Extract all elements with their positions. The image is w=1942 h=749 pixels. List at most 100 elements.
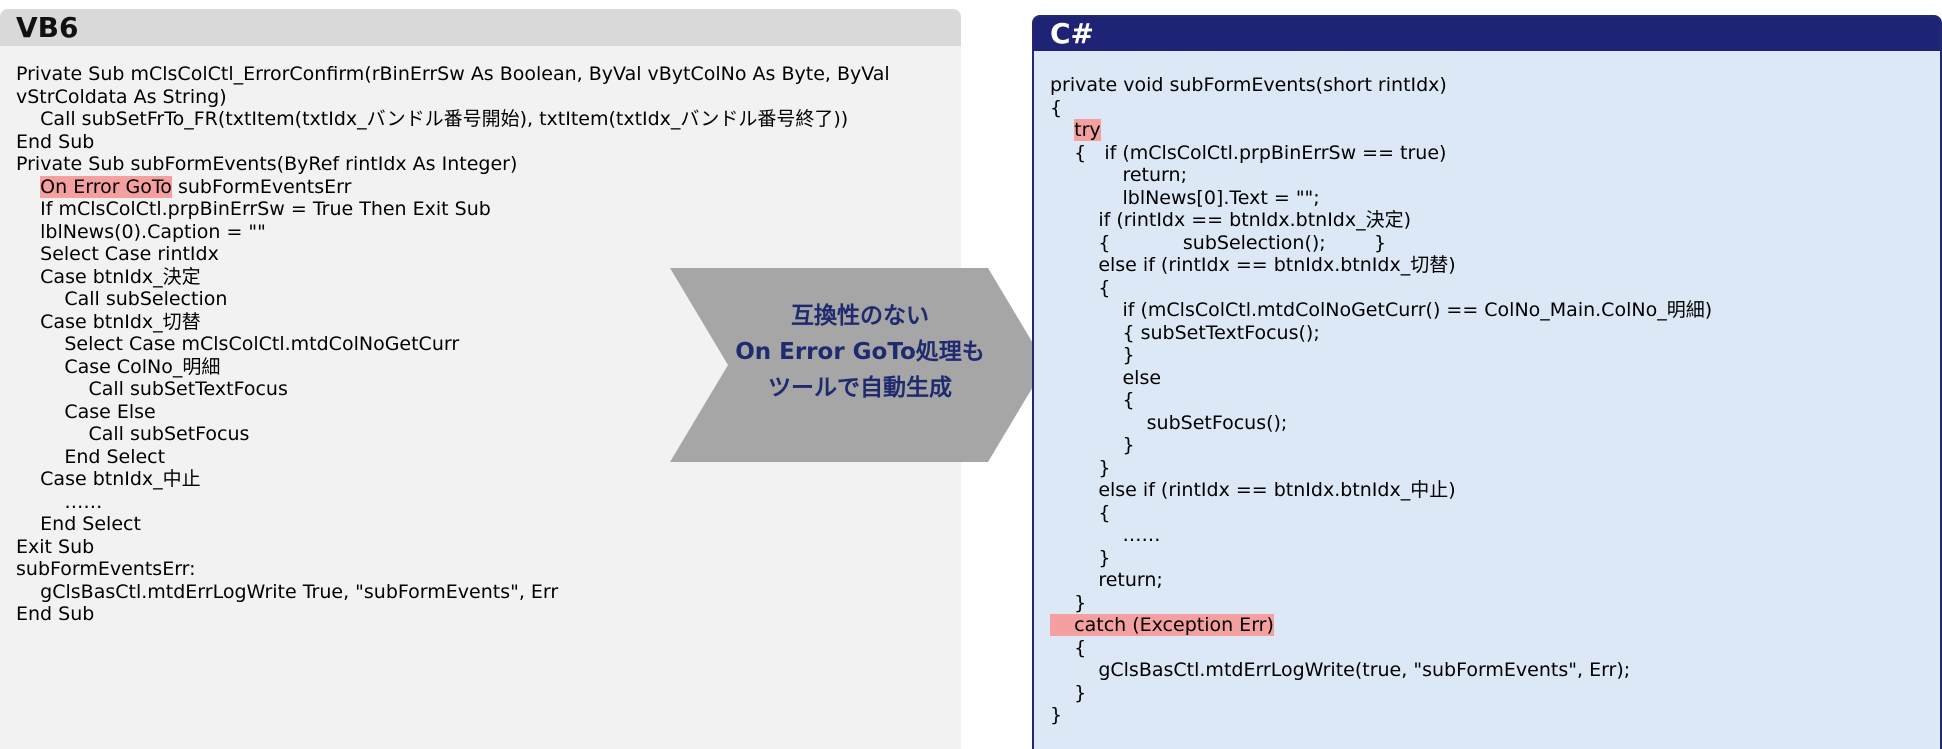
code-text: } <box>1050 546 1111 569</box>
code-text: Private Sub subFormEvents(ByRef rintIdx … <box>16 153 518 175</box>
code-text: else if (rintIdx == btnIdx.btnIdx_切替) <box>1050 254 1456 276</box>
code-text: } <box>1050 456 1111 479</box>
code-text: gClsBasCtl.mtdErrLogWrite(true, "subForm… <box>1050 659 1631 681</box>
csharp-code-line: } <box>1050 682 1712 705</box>
code-text: End Select <box>16 445 166 468</box>
csharp-code-line: try <box>1050 119 1712 142</box>
csharp-code-line: { <box>1050 277 1712 300</box>
csharp-code-line: } <box>1050 344 1712 367</box>
highlighted-keyword: try <box>1074 119 1101 141</box>
code-text: } <box>1050 591 1087 614</box>
code-text: private void subFormEvents(short rintIdx… <box>1050 74 1447 96</box>
code-text: gClsBasCtl.mtdErrLogWrite True, "subForm… <box>16 580 559 603</box>
vb6-code-line: Select Case mClsColCtl.mtdColNoGetCurr <box>16 333 890 356</box>
arrow-shape <box>670 268 1046 462</box>
vb6-code-line: Private Sub mClsColCtl_ErrorConfirm(rBin… <box>16 63 890 86</box>
csharp-code-line: } <box>1050 457 1712 480</box>
csharp-panel: C# private void subFormEvents(short rint… <box>1032 15 1942 749</box>
code-text: Case btnIdx_決定 <box>16 265 201 288</box>
arrow-caption-line1: 互換性のない <box>791 303 929 329</box>
csharp-code-line: lblNews[0].Text = ""; <box>1050 187 1712 210</box>
code-text: subFormEventsErr <box>171 175 352 198</box>
vb6-code-line: Call subSetFrTo_FR(txtItem(txtIdx_バンドル番号… <box>16 108 890 131</box>
highlighted-keyword: On Error GoTo <box>40 175 172 198</box>
vb6-code-line: Case ColNo_明細 <box>16 356 890 379</box>
code-text: Private Sub mClsColCtl_ErrorConfirm(rBin… <box>16 63 890 85</box>
code-text: Exit Sub <box>16 535 95 558</box>
vb6-title: VB6 <box>0 9 961 46</box>
vb6-code-line: subFormEventsErr: <box>16 558 890 581</box>
csharp-code-line: { <box>1050 637 1712 660</box>
csharp-code-line: } <box>1050 547 1712 570</box>
vb6-code-line: Call subSetTextFocus <box>16 378 890 401</box>
code-text: { <box>1050 389 1135 411</box>
vb6-code-line: Exit Sub <box>16 536 890 559</box>
csharp-code-line: catch (Exception Err) <box>1050 614 1712 637</box>
csharp-code-line: if (mClsColCtl.mtdColNoGetCurr() == ColN… <box>1050 299 1712 322</box>
code-text: …… <box>1050 524 1161 546</box>
code-text: Call subSetFrTo_FR(txtItem(txtIdx_バンドル番号… <box>16 108 849 130</box>
code-text: Call subSetFocus <box>16 423 250 445</box>
csharp-code-line: { subSelection(); } <box>1050 232 1712 255</box>
code-text: { <box>1050 636 1087 659</box>
code-text: { <box>1050 501 1111 524</box>
arrow-caption-line2: On Error GoTo処理も <box>735 339 985 365</box>
vb6-code-line: End Select <box>16 513 890 536</box>
arrow-caption: 互換性のない On Error GoTo処理も ツールで自動生成 <box>700 298 1020 406</box>
code-text: Case ColNo_明細 <box>16 355 221 378</box>
vb6-code-line: On Error GoTo subFormEventsErr <box>16 175 890 199</box>
code-text: return; <box>1050 569 1163 591</box>
csharp-code-line: subSetFocus(); <box>1050 412 1712 435</box>
vb6-code-line: Case btnIdx_切替 <box>16 311 890 334</box>
csharp-code-line: { subSetTextFocus(); <box>1050 322 1712 345</box>
vb6-code-line: lblNews(0).Caption = "" <box>16 221 890 244</box>
csharp-code-line: } <box>1050 592 1712 615</box>
code-text: If mClsColCtl.prpBinErrSw = True Then Ex… <box>16 198 491 220</box>
vb6-code-line: Case btnIdx_中止 <box>16 468 890 491</box>
csharp-code-block: private void subFormEvents(short rintIdx… <box>1050 74 1712 727</box>
csharp-code-line: else if (rintIdx == btnIdx.btnIdx_中止) <box>1050 479 1712 502</box>
code-text: End Sub <box>16 603 95 625</box>
vb6-code-block: Private Sub mClsColCtl_ErrorConfirm(rBin… <box>16 63 890 626</box>
csharp-code-line: else if (rintIdx == btnIdx.btnIdx_切替) <box>1050 254 1712 277</box>
code-text: return; <box>1050 164 1187 186</box>
code-text <box>1050 119 1074 141</box>
code-text: } <box>1050 344 1135 366</box>
csharp-code-line: return; <box>1050 569 1712 592</box>
vb6-code-line: …… <box>16 491 890 514</box>
vb6-code-line: Case btnIdx_決定 <box>16 266 890 289</box>
vb6-code-line: Call subSelection <box>16 288 890 311</box>
vb6-code-line: Private Sub subFormEvents(ByRef rintIdx … <box>16 153 890 176</box>
code-text: vStrColdata As String) <box>16 85 227 108</box>
code-text <box>16 176 40 198</box>
code-text: if (mClsColCtl.mtdColNoGetCurr() == ColN… <box>1050 299 1713 321</box>
code-text: { subSelection(); } <box>1050 231 1387 254</box>
csharp-code-line: gClsBasCtl.mtdErrLogWrite(true, "subForm… <box>1050 659 1712 682</box>
vb6-code-line: Call subSetFocus <box>16 423 890 446</box>
code-text: …… <box>16 490 103 513</box>
vb6-code-line: End Sub <box>16 131 890 154</box>
code-text: subSetFocus(); <box>1050 411 1288 434</box>
code-text: subFormEventsErr: <box>16 558 196 580</box>
csharp-code-line: { <box>1050 97 1712 120</box>
csharp-code-line: return; <box>1050 164 1712 187</box>
code-text: lblNews[0].Text = ""; <box>1050 186 1320 209</box>
code-text: { <box>1050 276 1111 299</box>
vb6-code-line: vStrColdata As String) <box>16 86 890 109</box>
arrow-caption-line3: ツールで自動生成 <box>768 375 952 401</box>
code-text: else if (rintIdx == btnIdx.btnIdx_中止) <box>1050 479 1456 501</box>
csharp-code-line: { if (mClsColCtl.prpBinErrSw == true) <box>1050 142 1712 165</box>
code-text: Select Case rintIdx <box>16 243 219 265</box>
code-text: End Sub <box>16 130 95 153</box>
code-text: Case btnIdx_中止 <box>16 468 201 490</box>
csharp-title: C# <box>1034 17 1940 51</box>
code-text: Call subSelection <box>16 288 228 310</box>
code-text: Select Case mClsColCtl.mtdColNoGetCurr <box>16 333 460 355</box>
vb6-code-line: End Select <box>16 446 890 469</box>
csharp-code-line: else <box>1050 367 1712 390</box>
vb6-code-line: Select Case rintIdx <box>16 243 890 266</box>
csharp-code-line: private void subFormEvents(short rintIdx… <box>1050 74 1712 97</box>
code-text: End Select <box>16 513 141 535</box>
code-text: } <box>1050 681 1087 704</box>
code-text: { <box>1050 96 1063 119</box>
